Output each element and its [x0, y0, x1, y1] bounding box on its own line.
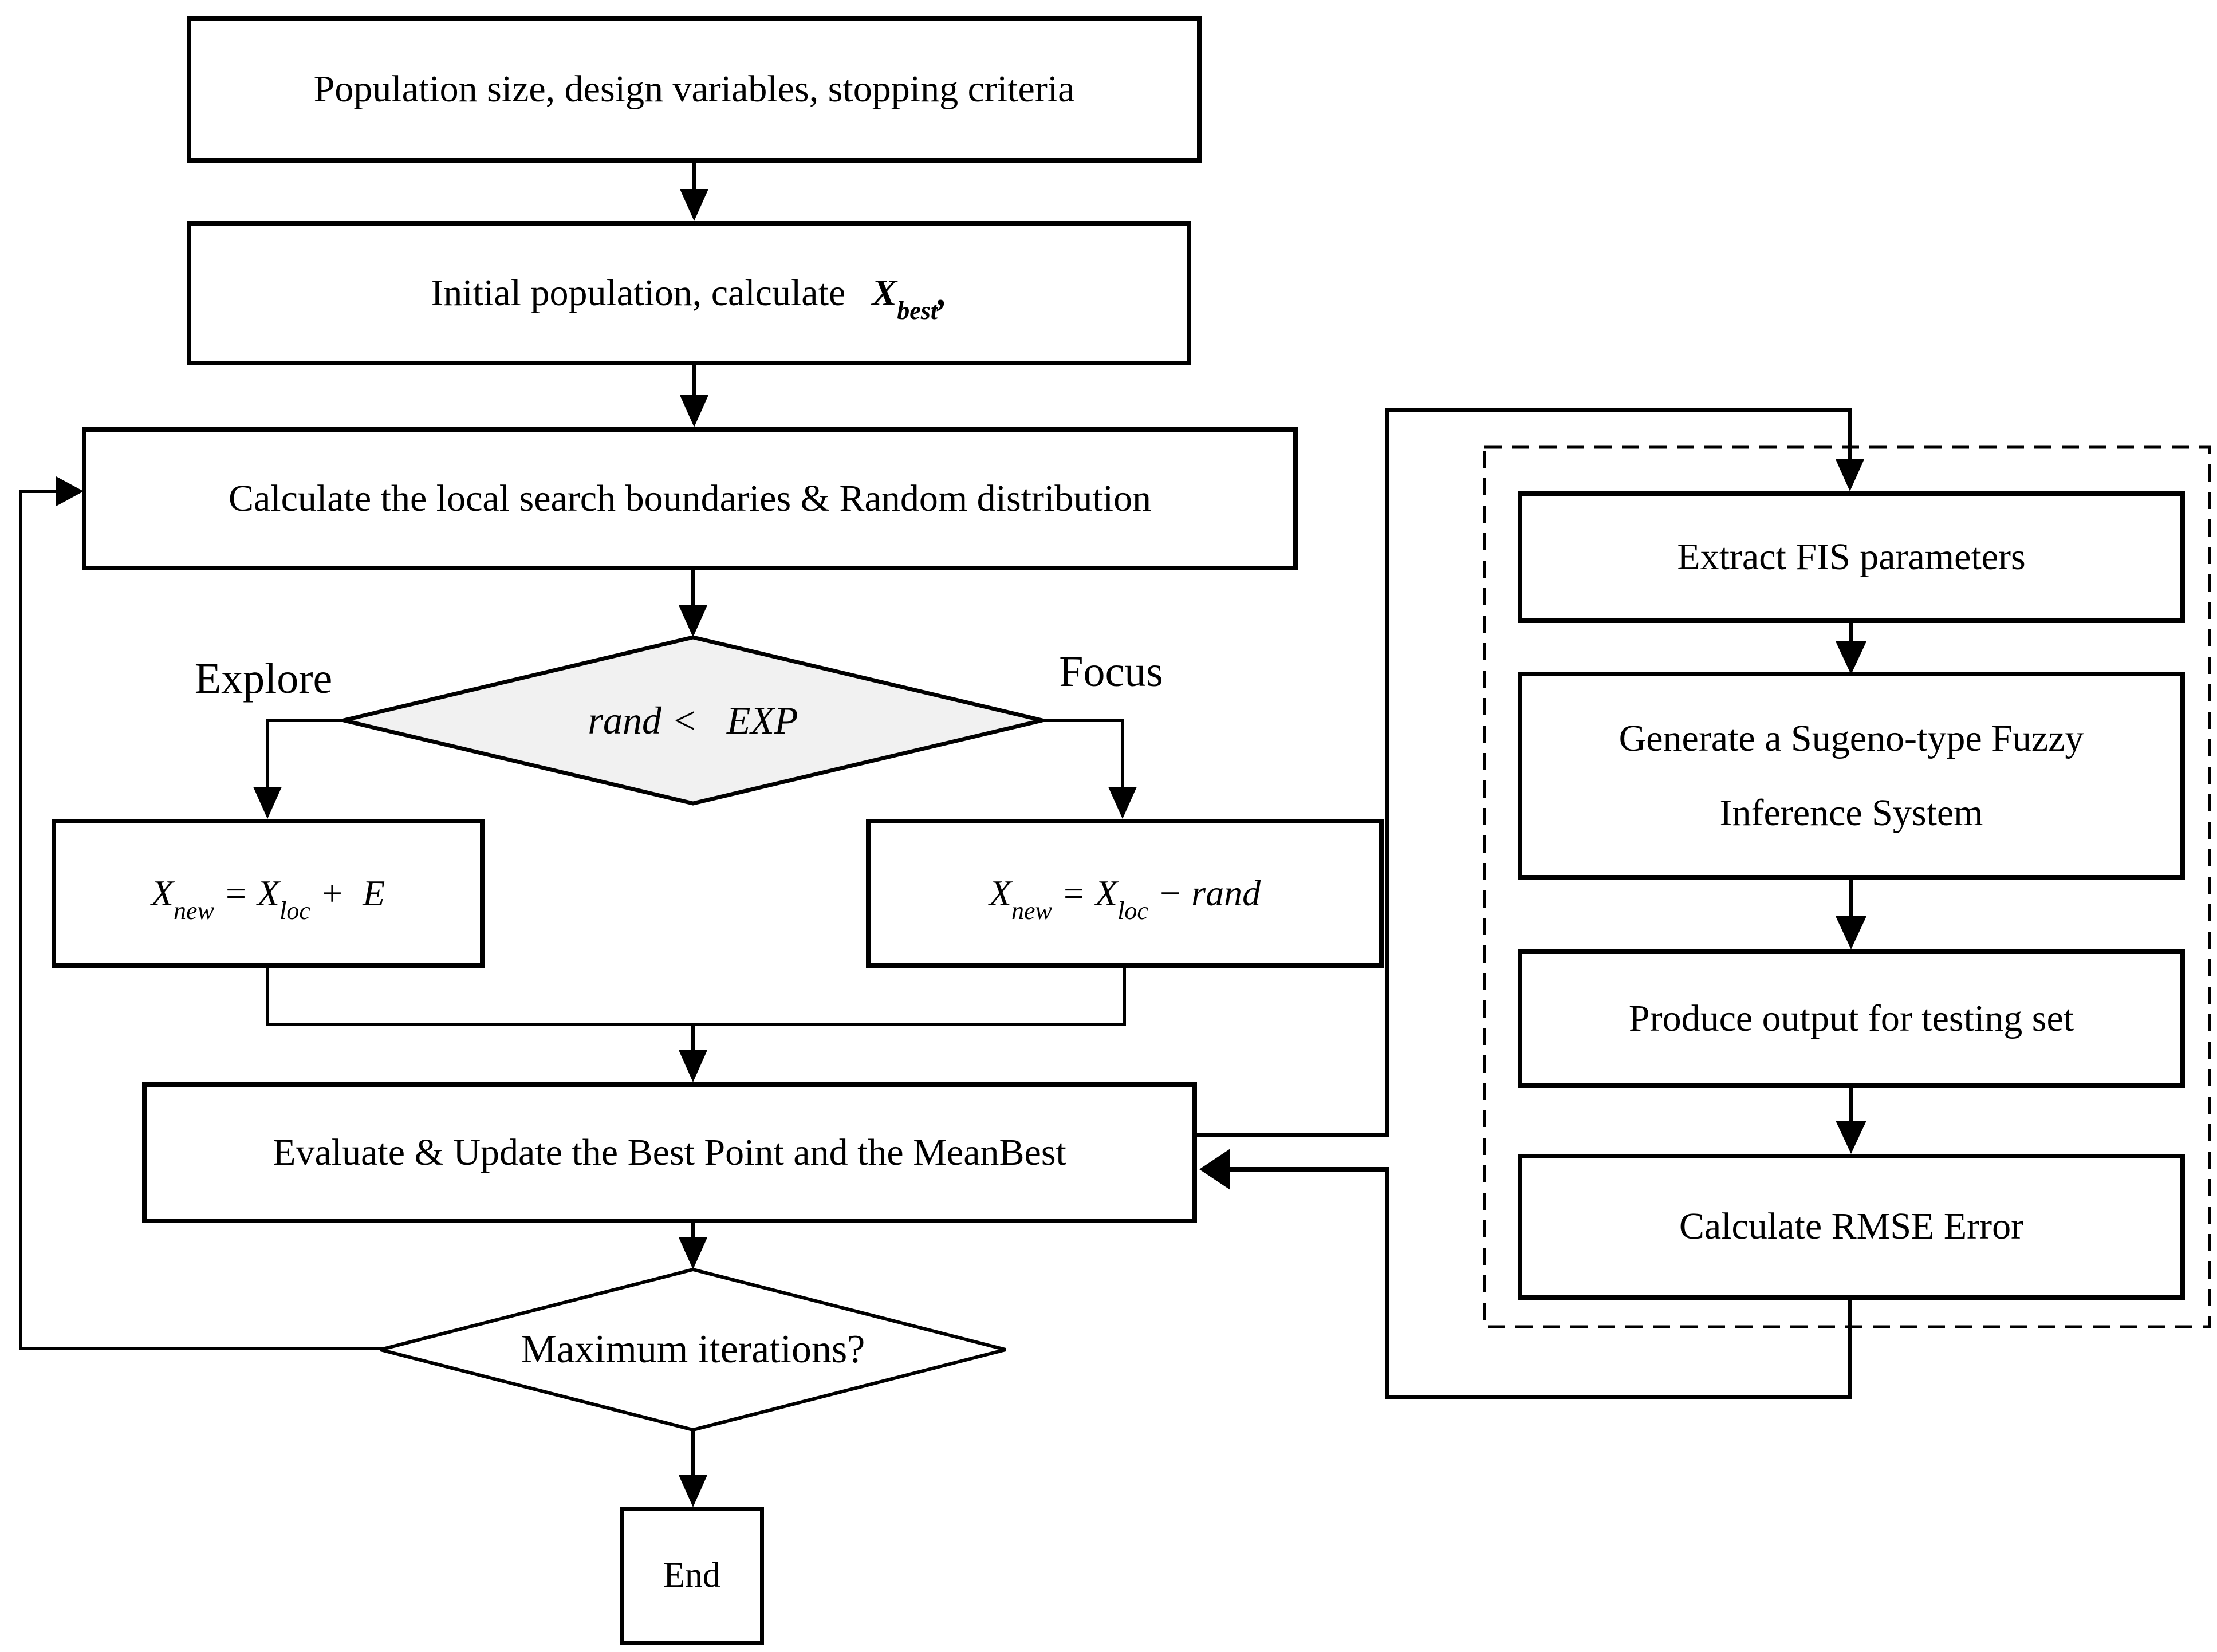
- edge-evaluate-fis-top-line: [1385, 408, 1852, 412]
- edge-population-initial-arrowhead: [680, 189, 708, 221]
- edge-produce-rmse-arrowhead: [1836, 1121, 1866, 1154]
- edge-decision2-end-line: [691, 1430, 695, 1477]
- edge-generate-produce-arrowhead: [1836, 916, 1866, 949]
- fis-dashed-container: [1483, 445, 2211, 1328]
- edge-merge-right-line: [1123, 968, 1126, 1026]
- node-initial-population-label: Initial population, calculate: [431, 271, 846, 314]
- node-produce-output-label: Produce output for testing set: [1628, 997, 2074, 1039]
- edge-loop-top-line: [19, 490, 57, 493]
- edge-focus-line: [1121, 719, 1124, 788]
- node-explore-formula: Xnew = Xloc + E: [52, 819, 485, 968]
- node-evaluate-update-label: Evaluate & Update the Best Point and the…: [273, 1131, 1066, 1173]
- edge-initial-calc-line: [692, 365, 696, 397]
- edge-generate-produce-line: [1849, 880, 1853, 917]
- xbest-symbol: Xbest,: [872, 271, 947, 325]
- decision-max-iterations-label: Maximum iterations?: [521, 1327, 865, 1371]
- edge-calc-decision-line: [691, 570, 695, 608]
- edge-calc-decision-arrowhead: [679, 605, 707, 637]
- node-focus-formula-label: Xnew = Xloc − rand: [989, 873, 1261, 925]
- node-population-size-label: Population size, design variables, stopp…: [313, 68, 1075, 110]
- edge-fis-entry-line: [1848, 408, 1852, 463]
- edge-evaluate-fis-out-line: [1195, 1133, 1389, 1137]
- edge-extract-generate-arrowhead: [1836, 641, 1866, 675]
- label-focus: Focus: [1059, 648, 1163, 696]
- edge-produce-rmse-line: [1849, 1088, 1853, 1122]
- node-calc-boundaries: Calculate the local search boundaries & …: [82, 427, 1298, 570]
- edge-loop-bottom-line: [20, 1347, 383, 1350]
- edge-population-initial-line: [692, 163, 696, 192]
- edge-rmse-return-up-line: [1385, 1169, 1389, 1399]
- edge-focus-stub: [1041, 719, 1124, 722]
- node-end-label: End: [663, 1556, 720, 1595]
- edge-merge-evaluate-line: [691, 1023, 695, 1052]
- edge-rmse-return-bottom-line: [1385, 1395, 1852, 1399]
- edge-rmse-return-down-line: [1848, 1300, 1852, 1399]
- node-explore-formula-label: Xnew = Xloc + E: [151, 873, 385, 925]
- node-calc-boundaries-label: Calculate the local search boundaries & …: [228, 477, 1152, 519]
- edge-explore-arrowhead: [253, 787, 282, 819]
- edge-rmse-return-arrowhead: [1199, 1149, 1230, 1190]
- edge-explore-stub: [266, 719, 347, 722]
- node-extract-fis-label: Extract FIS parameters: [1677, 535, 2026, 578]
- edge-evaluate-decision2-arrowhead: [679, 1237, 707, 1269]
- edge-extract-generate-line: [1849, 623, 1853, 644]
- node-population-size: Population size, design variables, stopp…: [187, 16, 1202, 163]
- decision-rand-exp-label: rand < EXP: [588, 698, 798, 742]
- edge-explore-line: [266, 719, 269, 788]
- edge-loop-arrowhead: [56, 476, 84, 506]
- node-initial-population: Initial population, calculate Xbest,: [187, 221, 1191, 365]
- edge-merge-bar: [266, 1023, 1126, 1026]
- edge-merge-left-line: [266, 968, 269, 1026]
- edge-merge-evaluate-arrowhead: [679, 1050, 707, 1082]
- edge-evaluate-fis-up-line: [1385, 408, 1389, 1137]
- node-focus-formula: Xnew = Xloc − rand: [866, 819, 1384, 968]
- node-end: End: [620, 1507, 764, 1645]
- edge-rmse-return-in-line: [1229, 1167, 1389, 1172]
- edge-initial-calc-arrowhead: [680, 395, 708, 427]
- node-extract-fis: Extract FIS parameters: [1518, 491, 2185, 623]
- edge-fis-entry-arrowhead: [1836, 459, 1864, 491]
- edge-evaluate-decision2-line: [691, 1223, 695, 1240]
- node-calculate-rmse-label: Calculate RMSE Error: [1679, 1205, 2024, 1248]
- edge-decision2-end-arrowhead: [679, 1475, 707, 1507]
- node-evaluate-update: Evaluate & Update the Best Point and the…: [142, 1082, 1197, 1223]
- node-produce-output: Produce output for testing set: [1518, 949, 2185, 1088]
- edge-focus-arrowhead: [1108, 787, 1137, 819]
- decision-rand-exp-shape: [343, 635, 1043, 806]
- label-explore: Explore: [194, 655, 333, 703]
- edge-loop-left-line: [19, 490, 22, 1350]
- node-calculate-rmse: Calculate RMSE Error: [1518, 1154, 2185, 1300]
